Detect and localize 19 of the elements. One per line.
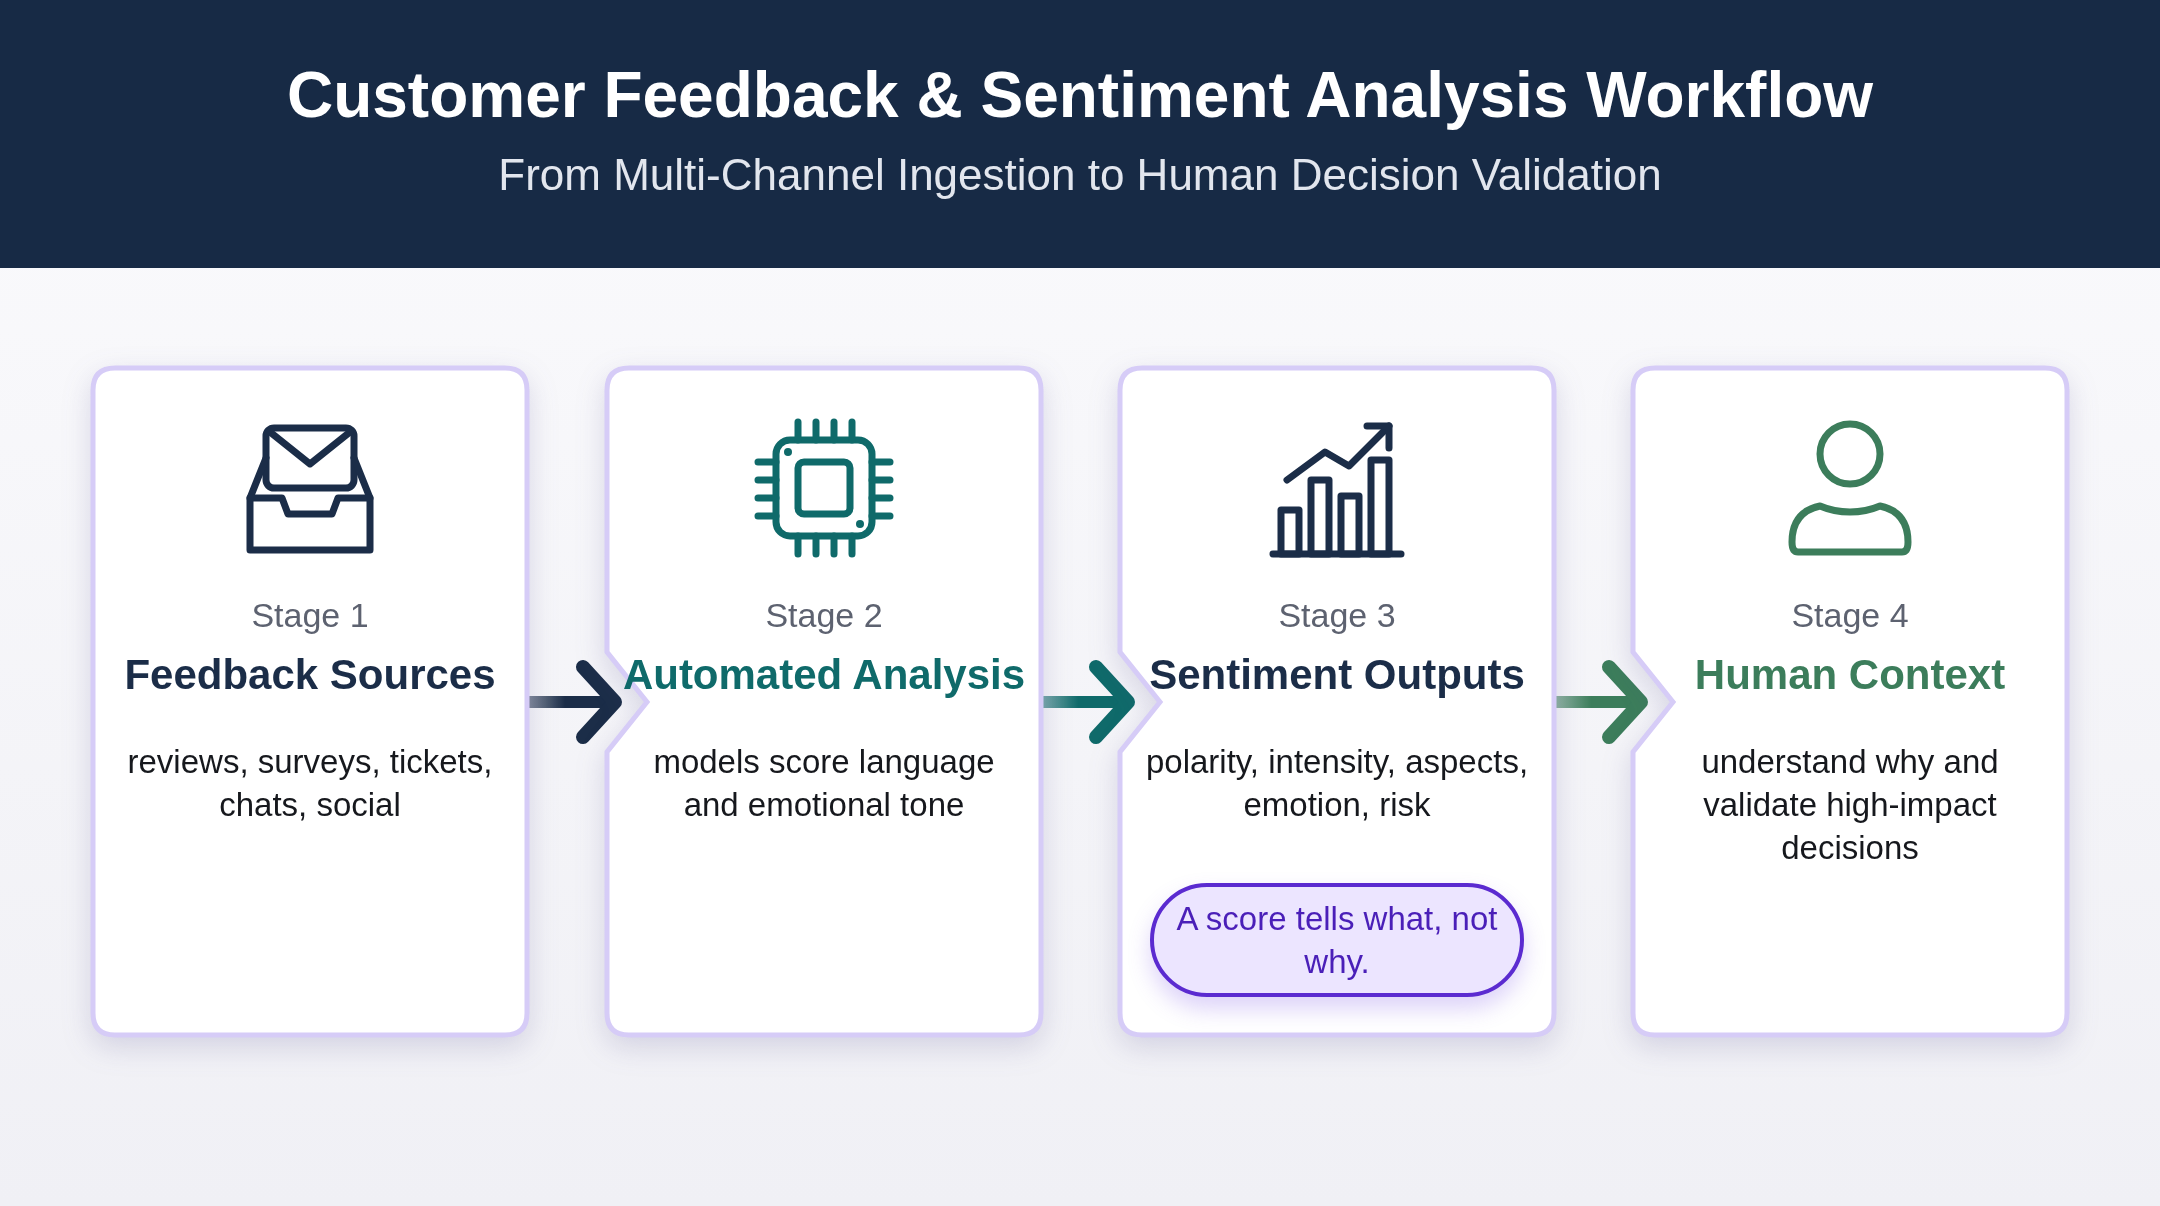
stage-label: Stage 2 <box>764 596 884 635</box>
stage-card <box>1120 368 1554 1035</box>
title: Customer Feedback & Sentiment Analysis Workflow <box>285 58 1875 132</box>
stage-description: models score language and emotional tone <box>652 742 996 825</box>
stage-label: Stage 4 <box>1790 596 1910 635</box>
stage-title: Automated Analysis <box>621 650 1027 700</box>
stage-card <box>93 368 527 1035</box>
stage-description: understand why and validate high-impact decisions <box>1700 742 2000 868</box>
stage-title: Human Context <box>1693 650 2007 700</box>
callout-pill: A score tells what, not why. <box>1150 883 1524 997</box>
stage-description: polarity, intensity, aspects, emotion, risk <box>1144 742 1530 825</box>
stage-card <box>1633 368 2067 1035</box>
stage-label: Stage 1 <box>250 596 370 635</box>
stage-card <box>607 368 1041 1035</box>
stage-label: Stage 3 <box>1277 596 1397 635</box>
subtitle: From Multi-Channel Ingestion to Human Decision Validation <box>497 150 1663 200</box>
stage-title: Feedback Sources <box>123 650 497 700</box>
stage-title: Sentiment Outputs <box>1148 650 1526 700</box>
stage-description: reviews, surveys, tickets, chats, social <box>126 742 494 825</box>
